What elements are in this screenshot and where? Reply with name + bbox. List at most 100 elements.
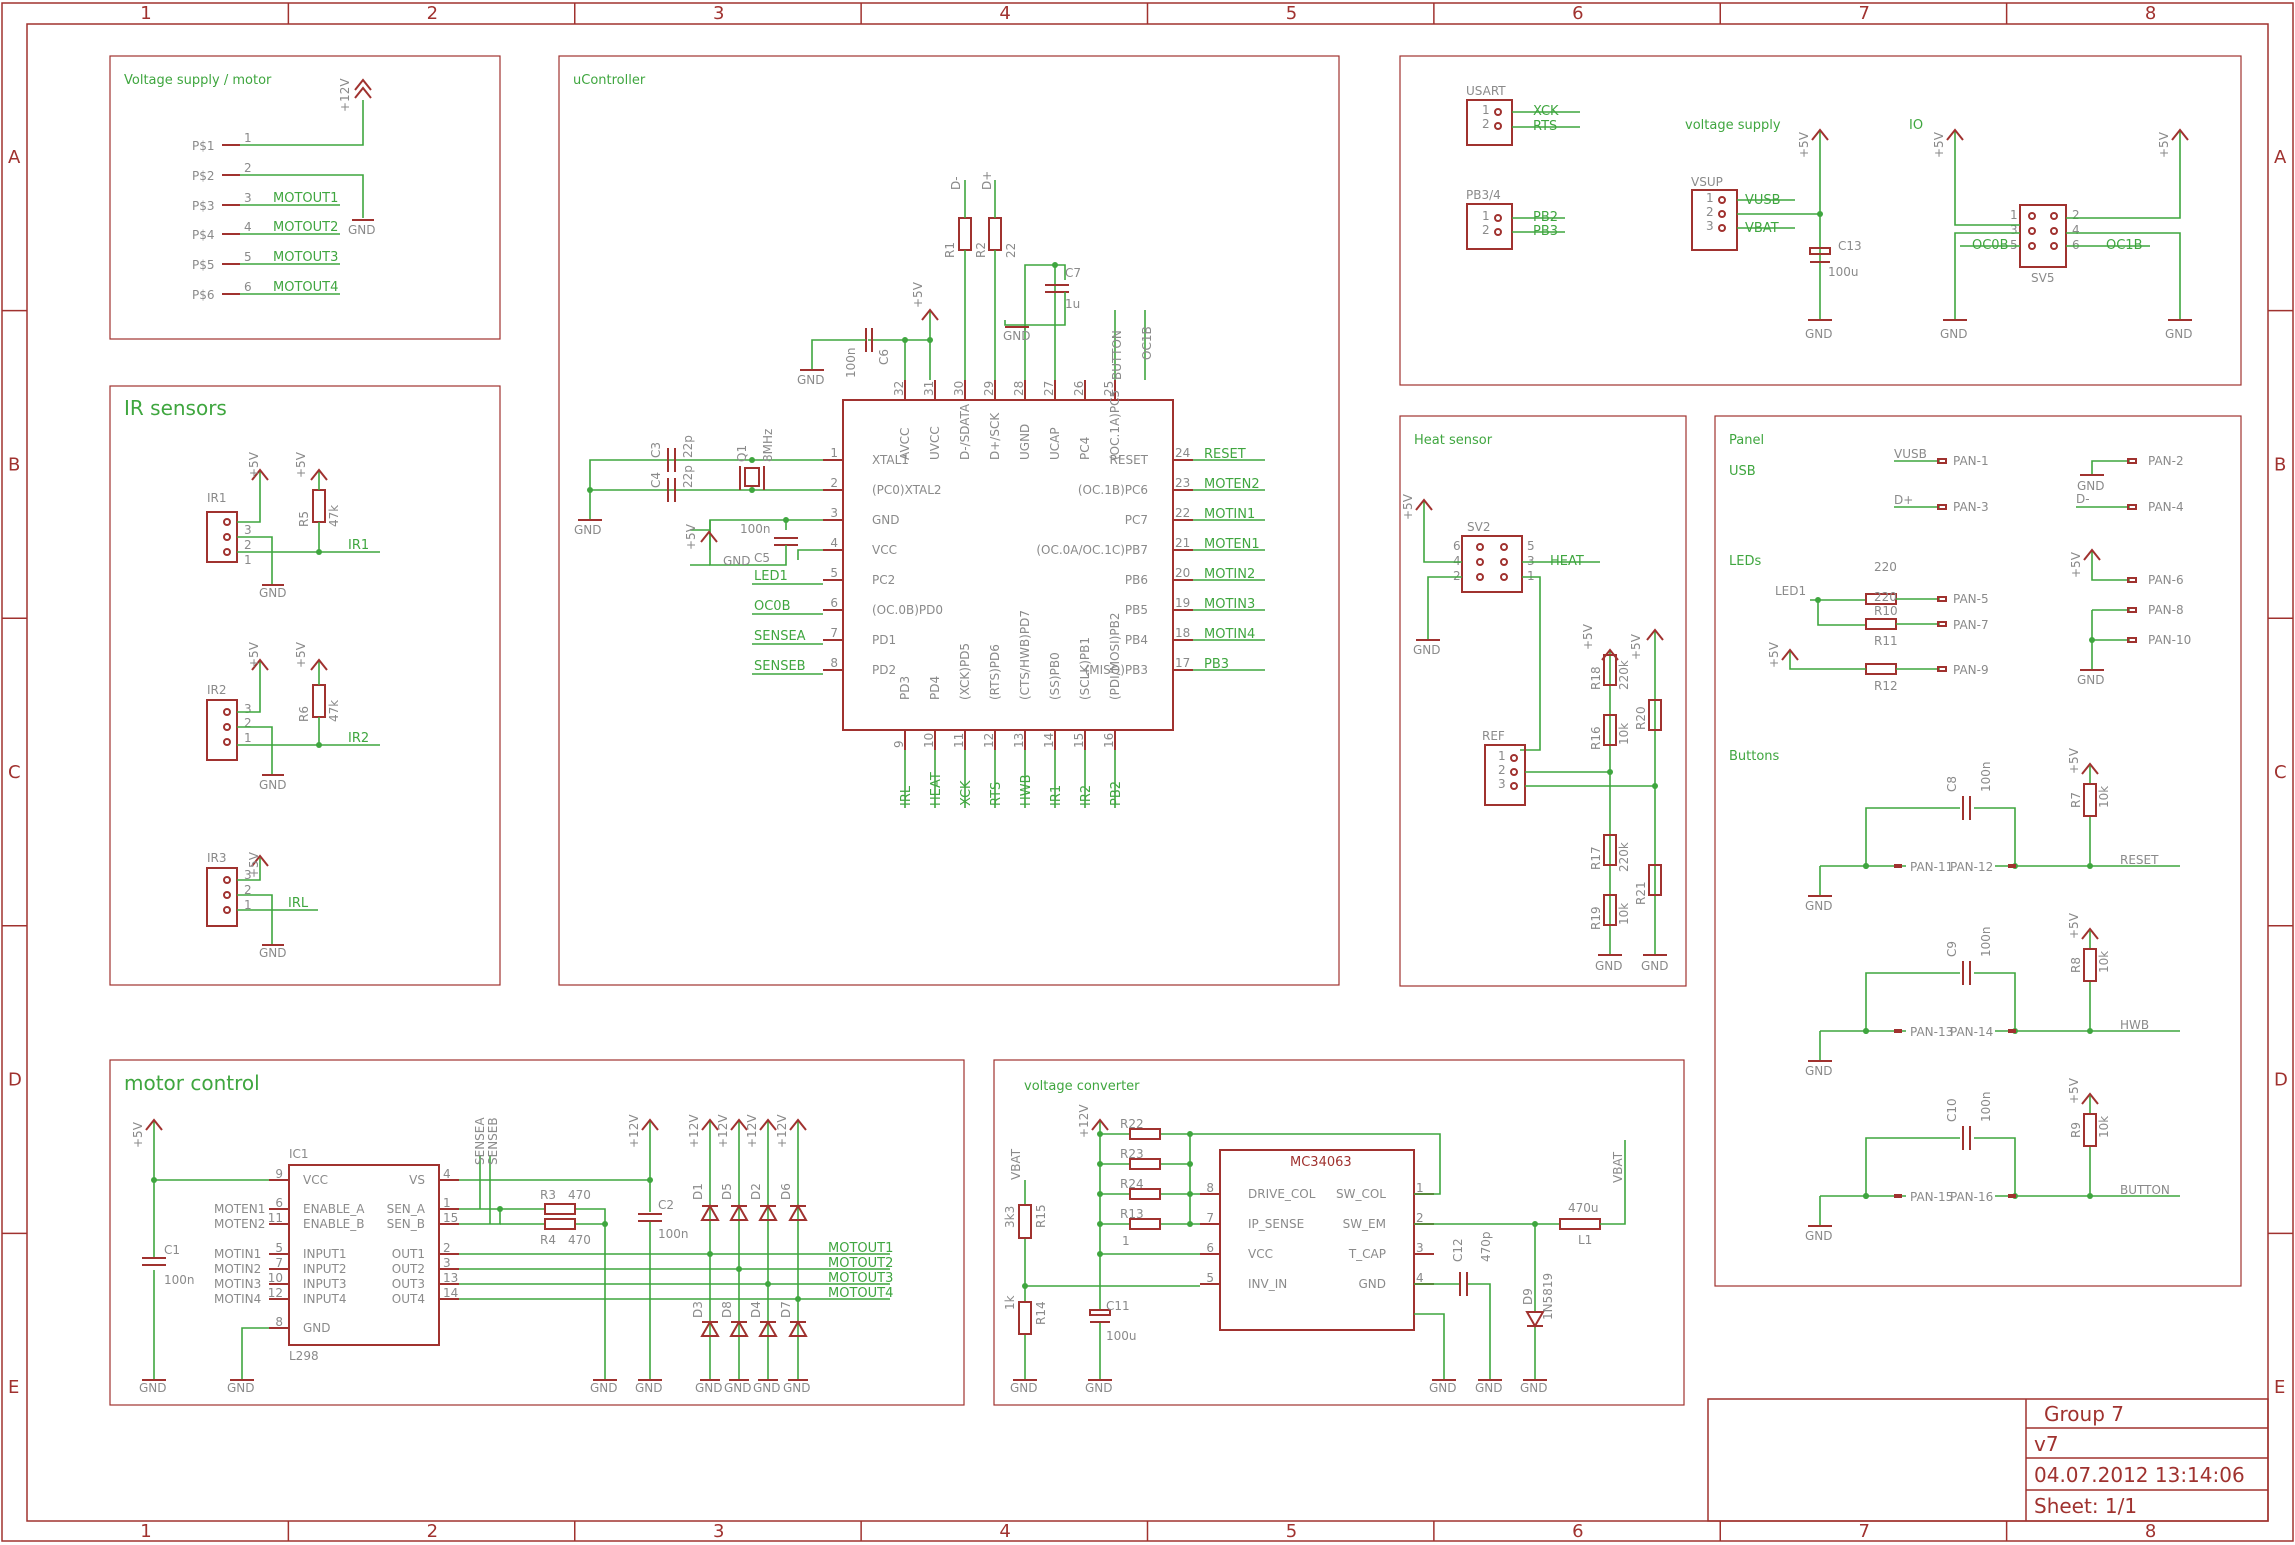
svg-text:R2: R2 <box>974 242 988 258</box>
svg-text:VBAT: VBAT <box>1745 221 1779 236</box>
svg-text:SENSEA: SENSEA <box>473 1117 487 1165</box>
column-marker: 5 <box>1286 3 1297 24</box>
gnd-label: GND <box>1805 1064 1833 1078</box>
pin-name: PC4 <box>1078 437 1092 460</box>
svg-text:1u: 1u <box>1065 297 1080 311</box>
svg-text:3: 3 <box>244 523 252 537</box>
svg-text:100n: 100n <box>740 522 771 536</box>
pin-number: 11 <box>268 1211 283 1225</box>
ir-sensor-2: IR2 3 2 1 +5V GND +5V R6 47k IR2 <box>206 641 380 792</box>
svg-text:3: 3 <box>244 191 252 205</box>
net-label: RESET <box>1204 447 1246 462</box>
svg-text:PAN-4: PAN-4 <box>2148 500 2184 514</box>
net-label: MOTIN3 <box>1204 597 1255 612</box>
svg-text:Buttons: Buttons <box>1729 749 1780 764</box>
pin-number: 5 <box>1206 1271 1214 1285</box>
svg-text:C5: C5 <box>754 551 770 565</box>
svg-text:SV5: SV5 <box>2031 271 2054 285</box>
svg-text:+5V: +5V <box>1767 641 1781 668</box>
pin-number: 7 <box>830 626 838 640</box>
res-value: 10k <box>2097 786 2111 808</box>
svg-text:1: 1 <box>1122 1234 1130 1248</box>
svg-text:SENSEB: SENSEB <box>754 659 806 674</box>
vsup-connector: voltage supply VSUP 1 2 3 VUSB VBAT +5V … <box>1685 118 1862 341</box>
svg-text:VUSB: VUSB <box>1894 447 1927 461</box>
svg-text:100n: 100n <box>164 1273 195 1287</box>
svg-text:2: 2 <box>244 161 252 175</box>
net-label: HWB <box>1019 774 1034 806</box>
pin-name: (CTS/HWB)PD7 <box>1018 610 1032 700</box>
svg-text:R17: R17 <box>1589 846 1603 870</box>
pin-number: 31 <box>922 381 936 396</box>
column-marker: 5 <box>1286 1521 1297 1542</box>
pin-name: PB5 <box>1125 603 1148 617</box>
svg-text:1: 1 <box>1482 103 1490 117</box>
pin-name: VCC <box>303 1173 328 1187</box>
pin-number: 3 <box>830 506 838 520</box>
net-label: MOTEN1 <box>214 1202 265 1216</box>
pin-name: UCAP <box>1048 427 1062 460</box>
pin-number: 10 <box>922 733 936 748</box>
pin-name: VS <box>409 1173 425 1187</box>
net-label: RESET <box>2120 853 2159 867</box>
svg-text:470: 470 <box>568 1233 591 1247</box>
svg-text:5: 5 <box>2010 238 2018 252</box>
res-label: R8 <box>2069 957 2083 973</box>
svg-text:P$4: P$4 <box>192 228 215 242</box>
svg-text:22: 22 <box>1004 243 1018 258</box>
net-label: IRL <box>899 785 914 806</box>
svg-text:R21: R21 <box>1634 881 1648 905</box>
net-label: HEAT <box>929 772 944 806</box>
svg-text:PAN-2: PAN-2 <box>2148 454 2184 468</box>
svg-text:R12: R12 <box>1874 679 1898 693</box>
panel-pin: PAN-13 <box>1910 1025 1953 1039</box>
pin-name: ENABLE_A <box>303 1202 365 1216</box>
column-marker: 8 <box>2145 3 2156 24</box>
connector-pins: P$1 P$2 P$3 P$4 P$5 P$6 1 2 3 4 5 6 <box>192 131 252 302</box>
svg-text:4: 4 <box>2072 223 2080 237</box>
svg-text:R6: R6 <box>297 706 311 722</box>
svg-text:HEAT: HEAT <box>1550 554 1584 569</box>
svg-text:8MHz: 8MHz <box>761 429 775 462</box>
pin-name: PB6 <box>1125 573 1148 587</box>
pin-name: INPUT1 <box>303 1247 347 1261</box>
diode-label: D3 <box>691 1301 705 1318</box>
svg-text:Q1: Q1 <box>735 445 749 462</box>
pin-number: 17 <box>1175 656 1190 670</box>
svg-text:470: 470 <box>568 1188 591 1202</box>
svg-text:GND: GND <box>348 223 376 237</box>
row-marker: A <box>8 147 21 168</box>
svg-text:C13: C13 <box>1838 239 1862 253</box>
net-label: MOTEN2 <box>214 1217 265 1231</box>
svg-text:LEDs: LEDs <box>1729 554 1761 569</box>
svg-text:+5V: +5V <box>294 641 308 668</box>
pin-number: 9 <box>892 740 906 748</box>
svg-text:OC0B: OC0B <box>1972 238 2009 253</box>
cap-value: 100n <box>1979 1091 1993 1122</box>
mcu-bottom-pins: 9PD3IRL10PD4HEAT11(XCK)PD5XCK12(RTS)PD6R… <box>892 610 1124 808</box>
block-ir-sensors: IR sensors IR1 3 2 1 +5V GND +5V R5 47k … <box>109 385 501 986</box>
pin-name: (OC.1B)PC6 <box>1078 483 1148 497</box>
net-label: RTS <box>989 782 1004 806</box>
svg-text:1: 1 <box>1498 749 1506 763</box>
panel-pin: PAN-11 <box>1910 860 1953 874</box>
svg-text:GND: GND <box>259 586 287 600</box>
svg-text:3k3: 3k3 <box>1003 1206 1017 1228</box>
svg-text:5: 5 <box>1527 539 1535 553</box>
svg-text:3: 3 <box>1498 777 1506 791</box>
ir-sensor-1: IR1 3 2 1 +5V GND +5V R5 47k IR1 <box>206 451 380 600</box>
svg-text:R22: R22 <box>1120 1117 1144 1131</box>
svg-text:R14: R14 <box>1034 1301 1048 1325</box>
svg-text:GND: GND <box>1429 1381 1457 1395</box>
svg-text:IR1: IR1 <box>207 491 227 505</box>
svg-text:GND: GND <box>227 1381 255 1395</box>
pin-name: VCC <box>1248 1247 1273 1261</box>
svg-text:IRL: IRL <box>288 896 309 911</box>
svg-text:220: 220 <box>1874 560 1897 574</box>
svg-text:PAN-1: PAN-1 <box>1953 454 1989 468</box>
svg-text:GND: GND <box>1595 959 1623 973</box>
svg-text:GND: GND <box>590 1381 618 1395</box>
res-value: 10k <box>2097 951 2111 973</box>
